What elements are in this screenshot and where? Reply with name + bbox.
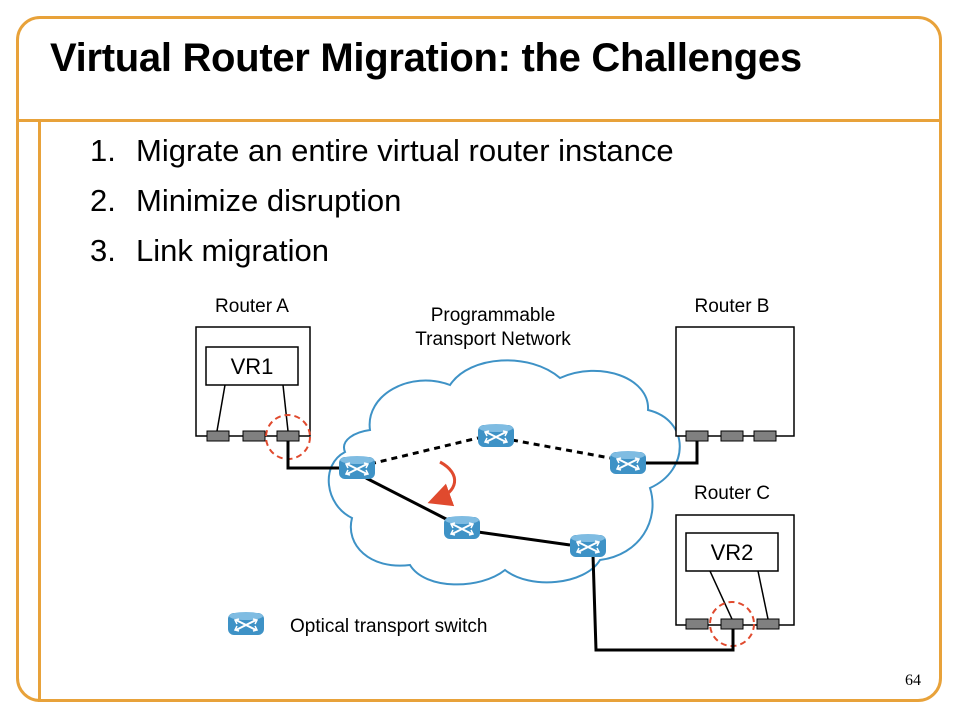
slide-frame	[16, 16, 942, 702]
router-a-port	[276, 430, 300, 442]
optical-switch-icon	[569, 533, 607, 558]
bullet-number: 2.	[90, 183, 116, 218]
curved-arrow-icon	[427, 460, 457, 507]
bullet-text: Migrate an entire virtual router instanc…	[136, 133, 674, 168]
router-c-port	[685, 618, 709, 630]
bullet-item: 1. Migrate an entire virtual router insta…	[90, 128, 674, 178]
cloud-label-line2: Transport Network	[415, 329, 571, 350]
vr2-label: VR2	[711, 540, 754, 565]
router-b-label: Router B	[695, 296, 770, 317]
cloud-label-line1: Programmable	[431, 305, 556, 326]
router-a-label: Router A	[215, 296, 289, 317]
router-a-port	[206, 430, 230, 442]
new-path-link	[477, 530, 571, 547]
bullet-item: 2. Minimize disruption	[90, 178, 674, 228]
optical-switch-icon	[609, 450, 647, 475]
new-path-link	[365, 476, 449, 522]
vr1-label: VR1	[231, 354, 274, 379]
transport-cloud	[327, 359, 681, 586]
vr1-box	[205, 346, 299, 386]
router-a-port	[242, 430, 266, 442]
link-router-c	[591, 554, 735, 652]
old-path-link	[511, 438, 611, 460]
bullet-item: 3. Link migration	[90, 228, 674, 278]
page-number: 64	[905, 672, 921, 689]
vr2-box	[685, 532, 779, 572]
link-router-b	[646, 441, 699, 465]
router-c-port	[720, 618, 744, 630]
router-b-port	[685, 430, 709, 442]
bullet-number: 1.	[90, 133, 116, 168]
legend-switch-icon	[227, 611, 265, 636]
router-b-box	[675, 326, 795, 437]
slide-title: Virtual Router Migration: the Challenges	[50, 36, 802, 80]
legend-label: Optical transport switch	[290, 616, 487, 637]
bullet-text: Link migration	[136, 233, 329, 268]
bullet-text: Minimize disruption	[136, 183, 402, 218]
router-b-port	[720, 430, 744, 442]
bullet-number: 3.	[90, 233, 116, 268]
old-path-link	[369, 436, 479, 466]
link-router-a	[286, 441, 340, 470]
title-divider	[16, 119, 942, 122]
optical-switch-icon	[443, 515, 481, 540]
router-b-port	[753, 430, 777, 442]
optical-switch-icon	[477, 423, 515, 448]
side-divider	[38, 119, 41, 702]
router-c-label: Router C	[694, 483, 770, 504]
bullet-list: 1. Migrate an entire virtual router insta…	[90, 128, 674, 278]
optical-switch-icon	[338, 455, 376, 480]
router-c-port	[756, 618, 780, 630]
